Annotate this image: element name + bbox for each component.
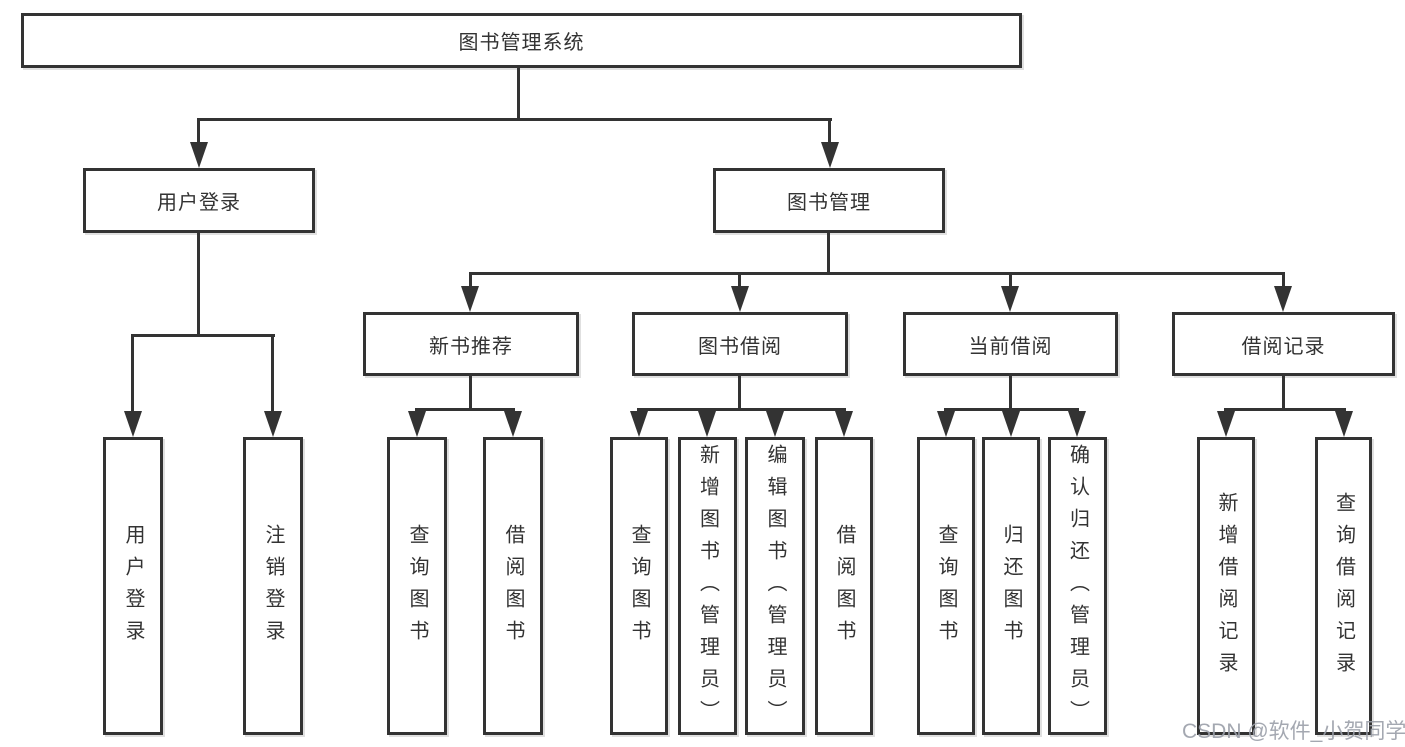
arrowhead — [1002, 411, 1020, 437]
arrowhead — [504, 411, 522, 437]
arrowhead — [1068, 411, 1086, 437]
connector-bookmgmt-stem-3 — [1009, 272, 1012, 290]
leaf-borrow-books: 借阅图书 — [815, 437, 873, 735]
connector-bookmgmt-vline — [827, 233, 830, 274]
leaf-confirm-return-admin: 确认归还（管理员） — [1048, 437, 1107, 735]
leaf-add-borrow-record: 新增借阅记录 — [1197, 437, 1255, 735]
arrowhead — [408, 411, 426, 437]
connector-cat2-vline — [738, 376, 741, 410]
arrowhead — [190, 142, 208, 168]
node-borrowing-records: 借阅记录 — [1172, 312, 1395, 376]
arrowhead — [766, 411, 784, 437]
connector-cat2-hline — [637, 408, 846, 411]
leaf-add-book-admin: 新增图书（管理员） — [678, 437, 737, 735]
connector-cat3-vline — [1009, 376, 1012, 410]
connector-cat1-vline — [469, 376, 472, 410]
connector-bookmgmt-stem-2 — [738, 272, 741, 290]
arrowhead — [1274, 286, 1292, 312]
connector-userlogin-hline — [131, 334, 275, 337]
connector-cat4-hline — [1224, 408, 1346, 411]
leaf-query-borrow-record: 查询借阅记录 — [1315, 437, 1372, 735]
connector-bookmgmt-hline — [469, 272, 1285, 275]
leaf-query-books-current: 查询图书 — [917, 437, 975, 735]
leaf-query-books-recommend: 查询图书 — [387, 437, 447, 735]
connector-userlogin-stem-2 — [271, 334, 274, 414]
connector-userlogin-stem-1 — [131, 334, 134, 414]
arrowhead — [630, 411, 648, 437]
connector-cat3-hline — [944, 408, 1079, 411]
arrowhead — [1001, 286, 1019, 312]
arrowhead — [1217, 411, 1235, 437]
arrowhead — [821, 142, 839, 168]
leaf-edit-book-admin: 编辑图书（管理员） — [745, 437, 805, 735]
connector-cat4-vline — [1282, 376, 1285, 410]
leaf-logout: 注销登录 — [243, 437, 303, 735]
leaf-query-books-borrowing: 查询图书 — [610, 437, 668, 735]
arrowhead — [835, 411, 853, 437]
leaf-borrow-books-recommend: 借阅图书 — [483, 437, 543, 735]
connector-root-stem-left — [197, 118, 200, 146]
connector-root-hline — [197, 118, 832, 121]
node-system-root: 图书管理系统 — [21, 13, 1022, 68]
arrowhead — [461, 286, 479, 312]
csdn-watermark: CSDN @软件_小贺同学 — [1182, 720, 1405, 743]
node-book-management: 图书管理 — [713, 168, 945, 233]
arrowhead — [731, 286, 749, 312]
arrowhead — [1335, 411, 1353, 437]
node-current-borrowing: 当前借阅 — [903, 312, 1118, 376]
connector-root-stem-right — [828, 118, 831, 146]
node-book-borrowing: 图书借阅 — [632, 312, 848, 376]
connector-bookmgmt-stem-1 — [469, 272, 472, 290]
leaf-return-books: 归还图书 — [982, 437, 1040, 735]
arrowhead — [698, 411, 716, 437]
connector-userlogin-vline — [197, 233, 200, 336]
connector-root-vline — [517, 68, 520, 120]
connector-cat1-hline — [415, 408, 515, 411]
arrowhead — [937, 411, 955, 437]
node-user-login: 用户登录 — [83, 168, 315, 233]
arrowhead — [264, 411, 282, 437]
arrowhead — [124, 411, 142, 437]
connector-bookmgmt-stem-4 — [1282, 272, 1285, 290]
node-new-book-recommendation: 新书推荐 — [363, 312, 579, 376]
leaf-user-login: 用户登录 — [103, 437, 163, 735]
